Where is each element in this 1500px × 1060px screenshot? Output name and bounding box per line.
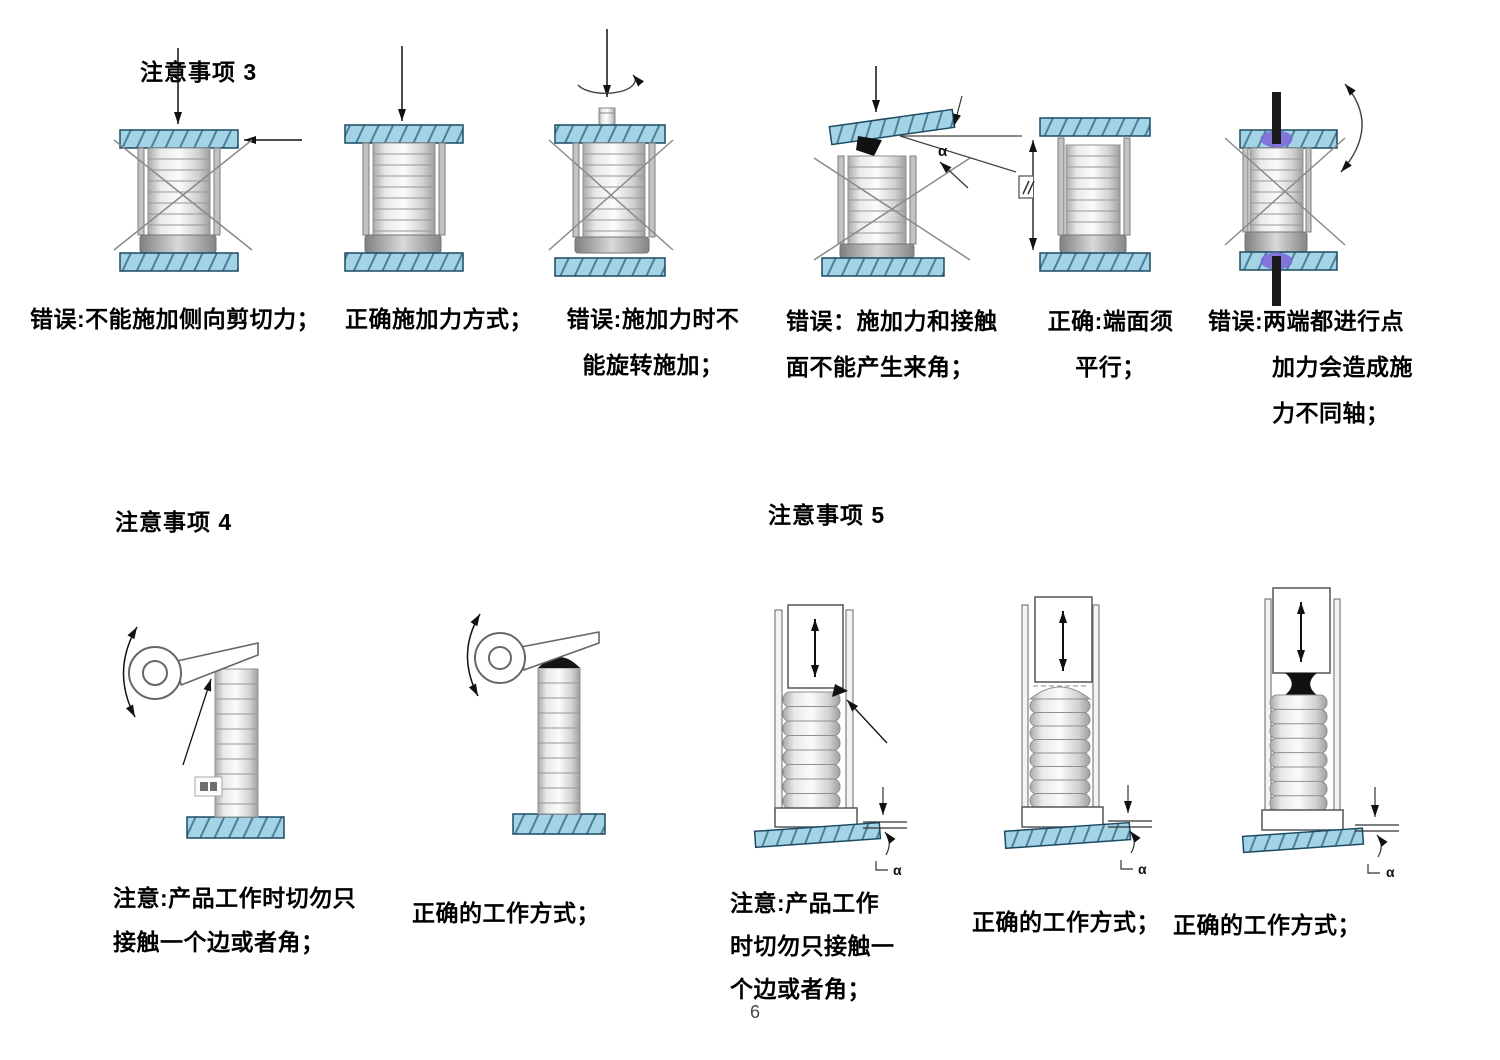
tilt-angle-annotation: α <box>863 787 907 878</box>
tilted-ground-plate <box>1241 827 1365 854</box>
frame-base <box>1021 806 1104 828</box>
figure-caption: 正确的工作方式； <box>412 900 600 926</box>
cross-out-icon <box>113 139 253 251</box>
figure-caption: 错误:两端都进行点加力会造成施力不同轴； <box>1208 308 1413 426</box>
bottom-plate <box>119 252 239 272</box>
tilt-angle-annotation: α <box>1355 787 1399 880</box>
leader-arrow-icon <box>182 678 212 766</box>
alpha-label: α <box>1386 864 1395 880</box>
figure-correct-force <box>344 46 464 272</box>
point-load-rod-top <box>1272 92 1281 144</box>
figure-angled-contact-error: α <box>813 66 1022 277</box>
figure-corner-contact-warning: α <box>753 604 907 878</box>
figure-caption: 注意:产品工作时切勿只接触一个边或者角； <box>730 890 895 1002</box>
cross-out-icon <box>548 139 674 251</box>
figure-parallel-faces-correct <box>1018 117 1151 272</box>
figure-caption: 注意:产品工作时切勿只接触一个边或者角； <box>113 885 357 955</box>
parallelism-flag <box>1018 175 1035 199</box>
actuator-stack <box>837 155 917 259</box>
figure-correct-working-dome-top: α <box>1003 596 1152 877</box>
flex-coupling <box>1285 673 1317 695</box>
frame-base <box>774 807 858 828</box>
base-cup <box>1244 231 1308 253</box>
figure-caption: 错误:施加力时不能旋转施加； <box>566 306 740 378</box>
base-cup <box>139 234 217 254</box>
coil-stack <box>1029 698 1091 808</box>
actuator-stack <box>137 147 221 254</box>
top-plate <box>344 124 464 144</box>
swing-arrow-icon <box>466 613 481 697</box>
actuator-stack <box>1057 137 1131 254</box>
base-cup <box>1059 234 1127 254</box>
section4-title: 注意事项 4 <box>115 509 233 535</box>
alpha-label: α <box>893 862 902 878</box>
top-plate <box>554 124 666 144</box>
bottom-plate <box>554 257 666 277</box>
figure-edge-contact-warning <box>122 626 285 839</box>
figure-correct-working-coupling: α <box>1241 587 1399 880</box>
base-cup <box>574 236 650 254</box>
leader-arrow-icon <box>846 699 888 744</box>
figure-caption: 正确的工作方式； <box>972 909 1160 935</box>
figure-caption: 错误:不能施加侧向剪切力； <box>30 306 321 332</box>
actuator-stack <box>572 142 656 254</box>
bottom-plate <box>821 257 945 277</box>
top-plate <box>119 129 239 149</box>
dome-top <box>1028 686 1092 700</box>
base-cup <box>839 243 915 259</box>
section3-title: 注意事项 3 <box>140 59 258 85</box>
cross-out-icon <box>813 157 971 261</box>
top-plate <box>1039 117 1151 137</box>
page-number: 6 <box>749 1002 760 1022</box>
rotation-arrow-icon <box>577 74 645 95</box>
bottom-plate <box>1039 252 1151 272</box>
figure-caption: 正确:端面须平行； <box>1047 308 1174 380</box>
tilted-ground-plate <box>753 821 882 849</box>
alpha-label: α <box>1138 861 1147 877</box>
figure-caption: 正确的工作方式； <box>1173 912 1361 938</box>
angle-annotation: α <box>899 95 1022 189</box>
cross-out-icon <box>1224 137 1346 246</box>
swing-arrow-icon <box>122 626 138 718</box>
spec-label <box>194 776 223 797</box>
figure-caption: 错误：施加力和接触面不能产生来角； <box>786 308 998 380</box>
coil-stack <box>1269 694 1328 812</box>
tilted-top-plate <box>828 108 956 146</box>
screw-plug <box>598 107 616 127</box>
base-cup <box>364 234 442 254</box>
coil-stack <box>782 691 841 809</box>
alpha-label: α <box>938 143 948 160</box>
tilt-angle-annotation: α <box>1108 785 1152 877</box>
ground-plate <box>512 813 606 835</box>
tilt-wedge <box>856 136 882 156</box>
figure-no-rotation-error <box>548 29 674 277</box>
figure-shear-force-error <box>113 48 302 272</box>
figure-caption: 正确施加力方式； <box>345 306 533 332</box>
figure-point-load-error <box>1224 83 1363 306</box>
bottom-plate <box>344 252 464 272</box>
swing-arrow-icon <box>1340 83 1363 173</box>
section5-title: 注意事项 5 <box>768 502 886 528</box>
frame-base <box>1261 809 1344 831</box>
actuator-stack <box>362 142 446 254</box>
piezo-column <box>537 667 581 815</box>
point-load-rod-bottom <box>1272 256 1281 306</box>
ground-plate <box>186 816 285 839</box>
contact-wedge <box>832 684 848 697</box>
figure-correct-working-dome <box>466 613 606 835</box>
actuator-stack <box>1242 147 1312 253</box>
